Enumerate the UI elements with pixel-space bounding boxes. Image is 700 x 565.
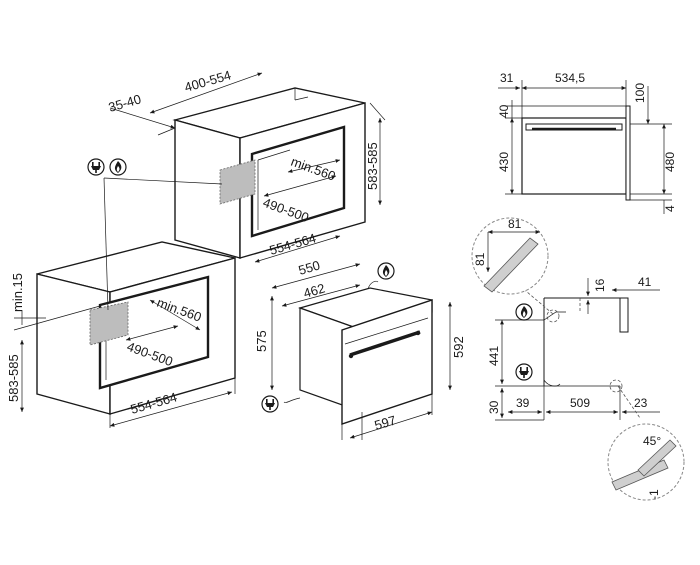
section-panel-right-label: 41 bbox=[638, 275, 652, 289]
flame-icon bbox=[377, 262, 395, 280]
plug-icon bbox=[261, 395, 279, 413]
side-rear-offset-label: 31 bbox=[500, 71, 514, 85]
lower-cabinet bbox=[36, 241, 236, 415]
chamfer-height-label: 81 bbox=[473, 252, 487, 266]
section-bottom-label: 30 bbox=[487, 400, 501, 414]
angle-detail: 45° -1 bbox=[607, 379, 685, 501]
icon-leaders bbox=[103, 177, 223, 311]
chamfer-width-label: 81 bbox=[508, 217, 522, 231]
section-panel-top-label: 16 bbox=[593, 278, 607, 292]
side-view-dimensions: 31 534,5 100 40 430 480 4 bbox=[497, 71, 677, 214]
plug-icon bbox=[515, 363, 533, 381]
side-body-depth-label: 534,5 bbox=[555, 71, 585, 85]
oven-height-body-label: 575 bbox=[254, 330, 269, 352]
side-body-height-label: 430 bbox=[497, 152, 511, 172]
side-view bbox=[521, 105, 631, 201]
flame-icon bbox=[515, 303, 533, 321]
side-front-height-label: 480 bbox=[663, 152, 677, 172]
upper-depth-label: 400-554 bbox=[183, 67, 233, 95]
oven-3d-dimensions: 550 462 575 592 597 bbox=[254, 257, 466, 440]
flame-icon bbox=[109, 158, 127, 176]
lower-top-gap-label: min.15 bbox=[10, 273, 25, 312]
oven-3d bbox=[283, 280, 433, 425]
side-section-dimensions: 16 41 441 30 39 509 23 bbox=[487, 275, 660, 421]
upper-vent-panel bbox=[219, 159, 256, 205]
gap-label: -1 bbox=[647, 489, 661, 500]
angle-label: 45° bbox=[643, 434, 661, 448]
side-bottom-gap-label: 4 bbox=[663, 205, 677, 212]
lower-height-label: 583-585 bbox=[6, 354, 21, 402]
section-rear-label: 39 bbox=[516, 396, 530, 410]
upper-rear-gap-label: 35-40 bbox=[107, 91, 143, 115]
side-top-gap-label: 40 bbox=[497, 104, 511, 118]
side-top-clearance-label: 100 bbox=[633, 83, 647, 103]
oven-depth-total-label: 550 bbox=[297, 257, 322, 277]
upper-height-label: 583-585 bbox=[365, 142, 380, 190]
chamfer-detail: 81 81 bbox=[471, 217, 560, 323]
oven-width-front-label: 597 bbox=[373, 412, 398, 432]
section-height-label: 441 bbox=[487, 346, 501, 366]
oven-height-front-label: 592 bbox=[451, 336, 466, 358]
oven-depth-body-label: 462 bbox=[302, 280, 327, 300]
upper-cabinet bbox=[172, 87, 366, 259]
side-section bbox=[543, 297, 629, 387]
plug-icon bbox=[87, 158, 105, 176]
section-front-label: 23 bbox=[634, 396, 648, 410]
section-depth-label: 509 bbox=[570, 396, 590, 410]
